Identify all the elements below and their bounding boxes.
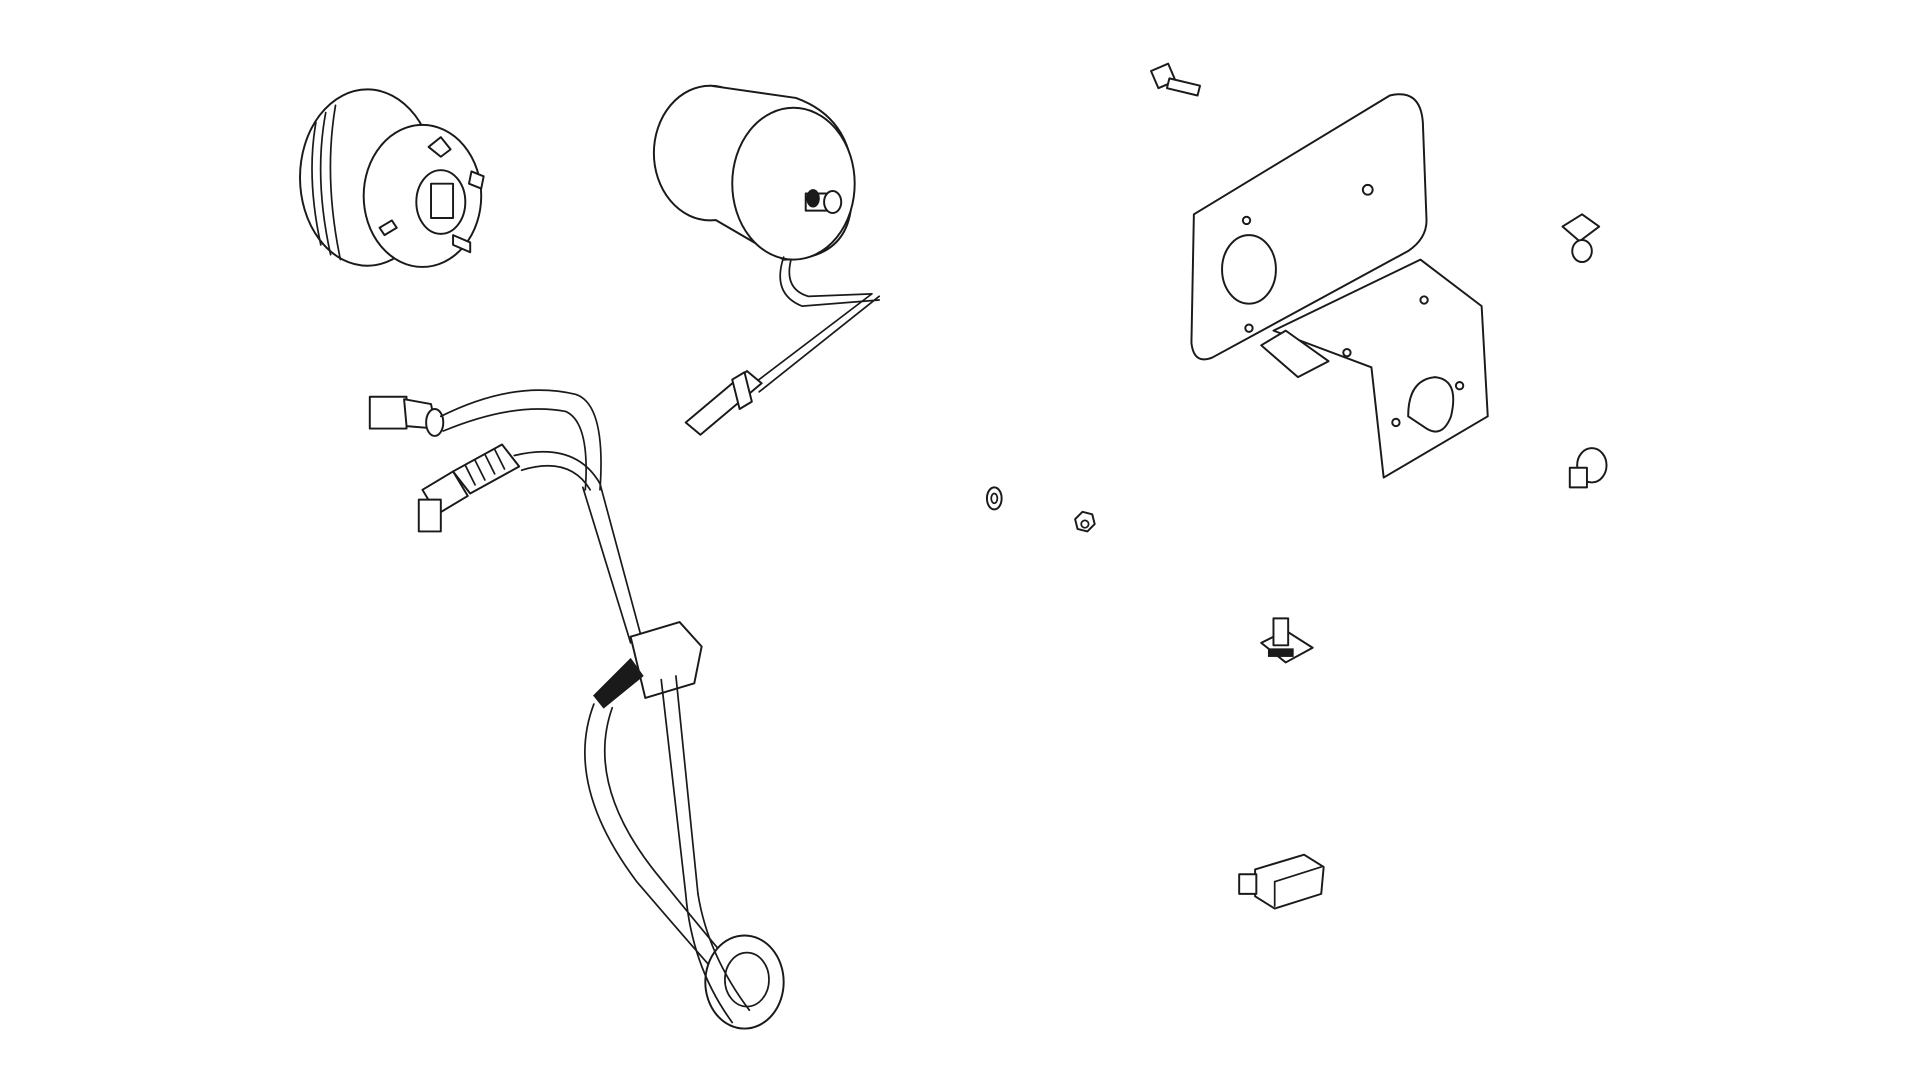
- mounting-bracket-part: [1190, 93, 1489, 479]
- clip-part-lower: [1568, 447, 1608, 489]
- clip-part-upper: [1561, 213, 1601, 264]
- nut-part: [1074, 510, 1096, 533]
- wire-harness-part: [368, 389, 785, 1030]
- gauge-can-part: [652, 84, 881, 436]
- relay-part: [1238, 853, 1325, 910]
- bolt-part: [1150, 62, 1201, 97]
- gauge-rear-part: [299, 88, 485, 268]
- terminal-connector-part: [1260, 617, 1314, 664]
- washer-part: [985, 486, 1003, 511]
